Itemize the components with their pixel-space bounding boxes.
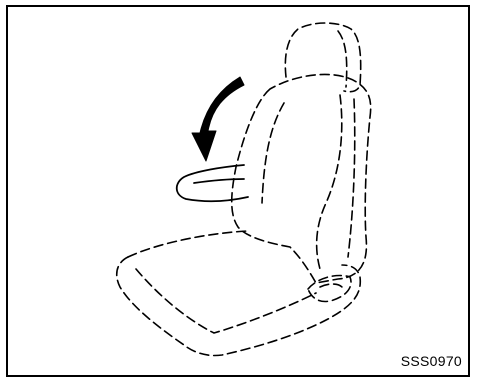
side-lever-slot: [320, 284, 342, 287]
seat-illustration: [8, 7, 468, 375]
seatback-center-panel-right: [317, 95, 342, 269]
seatback-center-panel-left: [262, 103, 284, 203]
seat-cushion-outline: [117, 257, 361, 356]
seatback-outline: [232, 74, 371, 283]
armrest: [177, 165, 248, 201]
figure-code-label: SSS0970: [401, 353, 462, 369]
figure-frame: SSS0970: [6, 5, 470, 377]
seat-cushion-top-edge: [128, 231, 248, 257]
headrest-inner-line: [338, 31, 347, 87]
seat-cushion-inner-line: [136, 269, 316, 333]
armrest-inner-line: [194, 179, 244, 183]
downward-curved-arrow: [192, 77, 244, 161]
headrest: [285, 23, 360, 92]
seatback-side-bolster: [348, 99, 355, 257]
